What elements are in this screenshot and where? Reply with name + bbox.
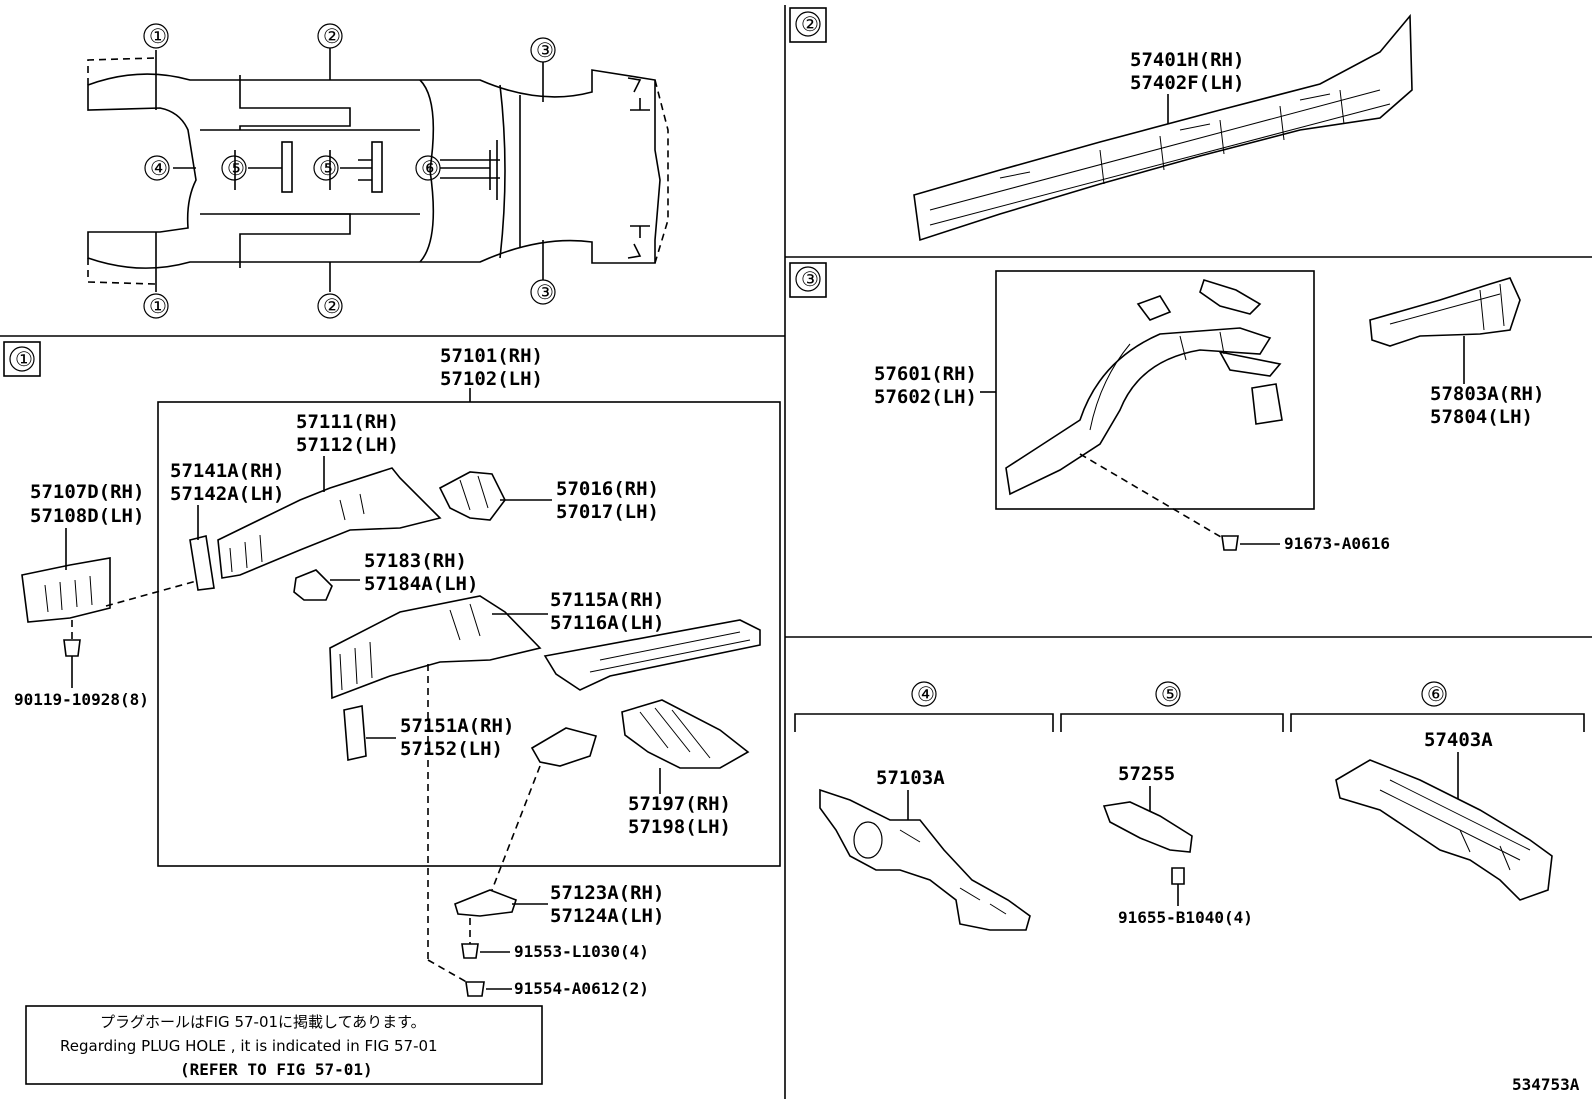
label-57402f: 57402F(LH) [1130, 72, 1244, 94]
section-6-tag: ⑥ [1427, 682, 1445, 706]
label-57184a: 57184A(LH) [364, 573, 478, 595]
label-57803a: 57803A(RH) [1430, 383, 1544, 405]
part-57115-extension [543, 619, 761, 691]
label-57197: 57197(RH) [628, 793, 731, 815]
overview-callout-2-top: ② [323, 24, 341, 48]
bolt-91553 [461, 943, 479, 959]
label-57108d: 57108D(LH) [30, 505, 144, 527]
section-4-tag: ④ [917, 682, 935, 706]
label-57124a: 57124A(LH) [550, 905, 664, 927]
part-57601-bracket-c [1251, 383, 1283, 425]
label-91673: 91673-A0616 [1284, 534, 1390, 553]
section-2: ② 57401H(RH) 57402F(LH) [789, 7, 1413, 242]
section-4: ④ 57103A [794, 681, 1054, 931]
label-57255: 57255 [1118, 763, 1175, 785]
section-3: ③ 57601(RH) 57602(LH) 91673-A0616 57803A… [789, 262, 1544, 553]
part-57601-bracket-a [1136, 295, 1172, 321]
overview-callout-5b: ⑤ [319, 156, 337, 180]
bolt-91655 [1171, 867, 1185, 885]
part-57803a [1369, 277, 1521, 347]
section-6: ⑥ 57403A [1290, 681, 1585, 901]
bolt-91673 [1221, 535, 1239, 551]
panel-dividers [0, 5, 1592, 1099]
label-57183: 57183(RH) [364, 550, 467, 572]
plug-hole-note [25, 1005, 543, 1085]
section-1: ① 57101(RH) 57102(LH) 57107D(RH) 57108D(… [3, 341, 781, 1085]
overview-callout-2-bottom: ② [323, 294, 341, 318]
bolt-90119 [63, 639, 81, 657]
label-57141a: 57141A(RH) [170, 460, 284, 482]
part-57601 [1005, 327, 1272, 496]
part-57255 [1102, 801, 1193, 853]
part-57111 [217, 467, 442, 579]
part-57107d [21, 557, 111, 623]
part-57115a [329, 595, 542, 700]
label-91554: 91554-A0612(2) [514, 979, 649, 998]
label-57115a: 57115A(RH) [550, 589, 664, 611]
part-57197 [621, 699, 750, 769]
part-57016 [438, 471, 506, 521]
overview-callout-6: ⑥ [421, 156, 439, 180]
figure-id: 534753A [1512, 1075, 1580, 1094]
label-57804: 57804(LH) [1430, 406, 1533, 428]
label-91553: 91553-L1030(4) [514, 942, 649, 961]
label-57142a: 57142A(LH) [170, 483, 284, 505]
label-57116a: 57116A(LH) [550, 612, 664, 634]
overview-callout-1-bottom: ① [149, 294, 167, 318]
part-57123a-upper [530, 727, 598, 767]
overview-callout-1-top: ① [149, 24, 167, 48]
section-1-tag: ① [15, 347, 33, 371]
overview-callout-4: ④ [150, 156, 168, 180]
wheelhouse-box [995, 270, 1315, 510]
bolt-91554 [465, 981, 485, 997]
label-57152: 57152(LH) [400, 738, 503, 760]
label-57151a: 57151A(RH) [400, 715, 514, 737]
part-57403a [1335, 759, 1553, 901]
label-90119: 90119-10928(8) [14, 690, 149, 709]
label-57112: 57112(LH) [296, 434, 399, 456]
note-refer: (REFER TO FIG 57-01) [180, 1060, 373, 1079]
overview-callout-5a: ⑤ [227, 156, 245, 180]
label-57123a: 57123A(RH) [550, 882, 664, 904]
underbody-overview: ① ② ③ ④ ⑤ ⑤ ⑥ ① ② ③ [87, 23, 669, 319]
label-57016: 57016(RH) [556, 478, 659, 500]
note-japanese: プラグホールはFIG 57-01に掲載してあります。 [100, 1013, 426, 1031]
part-57183 [293, 569, 333, 601]
note-english: Regarding PLUG HOLE , it is indicated in… [60, 1037, 438, 1055]
label-57107d: 57107D(RH) [30, 481, 144, 503]
label-57198: 57198(LH) [628, 816, 731, 838]
label-57103a: 57103A [876, 767, 945, 789]
label-57601: 57601(RH) [874, 363, 977, 385]
section-5: ⑤ 57255 91655-B1040(4) [1060, 681, 1284, 927]
part-57103a [819, 788, 1031, 931]
label-57401h: 57401H(RH) [1130, 49, 1244, 71]
part-57151a [343, 705, 367, 761]
label-57111: 57111(RH) [296, 411, 399, 433]
label-57017: 57017(LH) [556, 501, 659, 523]
label-57102: 57102(LH) [440, 368, 543, 390]
label-57101: 57101(RH) [440, 345, 543, 367]
part-57601-bracket-b [1199, 279, 1262, 315]
part-57123a [454, 889, 518, 917]
section-2-tag: ② [801, 12, 819, 36]
section-5-tag: ⑤ [1161, 682, 1179, 706]
part-57141a [189, 535, 215, 591]
overview-callout-3-bottom: ③ [536, 280, 554, 304]
part-57401h [913, 13, 1413, 242]
overview-callout-3-top: ③ [536, 38, 554, 62]
label-57403a: 57403A [1424, 729, 1493, 751]
label-91655: 91655-B1040(4) [1118, 908, 1253, 927]
label-57602: 57602(LH) [874, 386, 977, 408]
section-3-tag: ③ [801, 267, 819, 291]
